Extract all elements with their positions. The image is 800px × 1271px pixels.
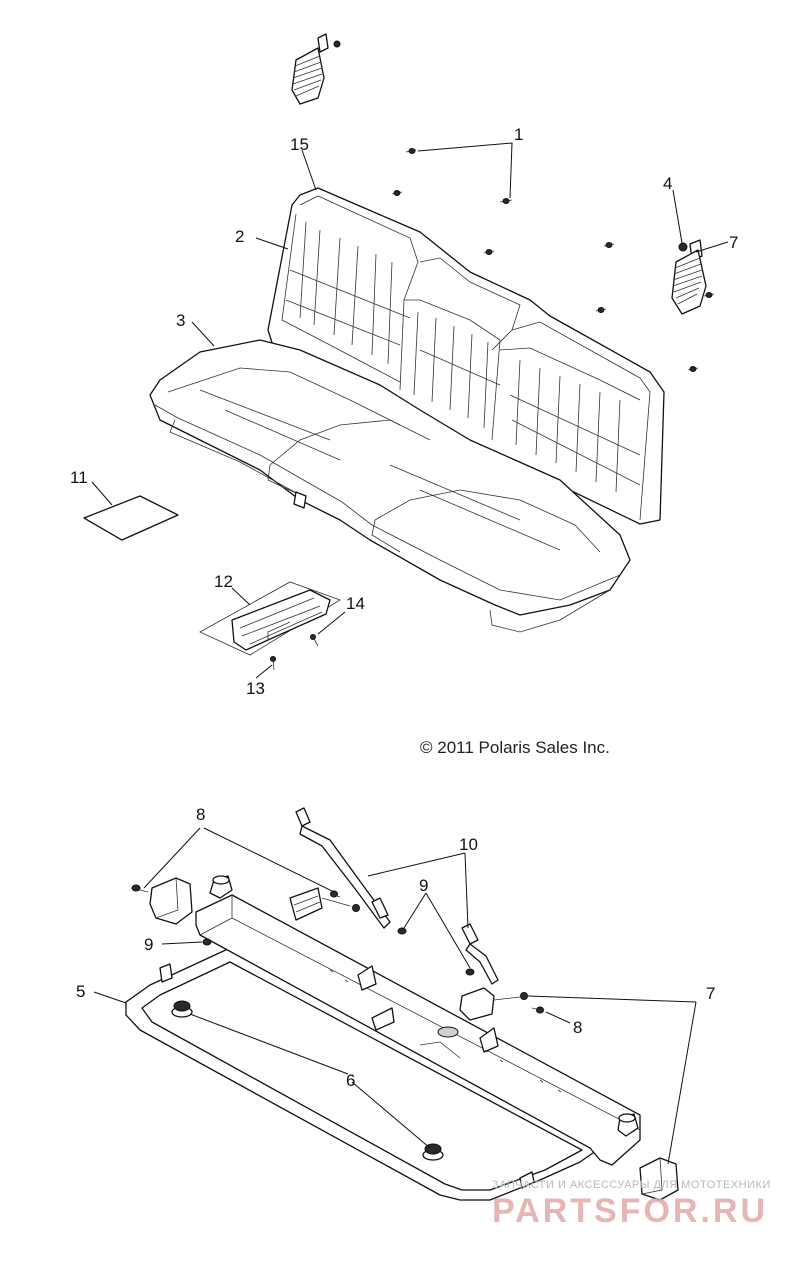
callout-8-bottom: 8 bbox=[573, 1018, 582, 1037]
bottom-leader-lines bbox=[93, 827, 697, 1165]
callout-11: 11 bbox=[70, 468, 88, 487]
screws-part-1 bbox=[391, 148, 715, 372]
top-spring-part bbox=[291, 33, 341, 105]
callout-14: 14 bbox=[346, 594, 365, 613]
label-part bbox=[83, 495, 179, 541]
copyright-text: © 2011 Polaris Sales Inc. bbox=[420, 738, 610, 757]
callout-8-top: 8 bbox=[196, 805, 205, 824]
callout-7-bottom: 7 bbox=[706, 984, 715, 1003]
seat-cushion-part bbox=[149, 339, 631, 633]
callout-7-top: 7 bbox=[729, 233, 738, 252]
top-leader-lines bbox=[91, 142, 729, 679]
callout-2: 2 bbox=[235, 227, 244, 246]
bracket-part bbox=[199, 581, 341, 671]
callout-13: 13 bbox=[246, 679, 265, 698]
seat-base-frame-part bbox=[125, 947, 601, 1201]
callout-3: 3 bbox=[176, 311, 185, 330]
callout-1: 1 bbox=[514, 125, 523, 144]
cross-tube-part bbox=[195, 875, 641, 1166]
right-spring-part bbox=[671, 239, 707, 315]
seat-back-part bbox=[267, 187, 665, 525]
watermark-logo: PARTSFOR.RU bbox=[492, 1192, 768, 1230]
callout-4: 4 bbox=[663, 174, 672, 193]
watermark-tagline: ЗАПЧАСТИ И АКСЕССУАРЫ ДЛЯ МОТОТЕХНИКИ bbox=[492, 1179, 771, 1191]
callout-12: 12 bbox=[214, 572, 233, 591]
seat-belt-parts bbox=[131, 807, 679, 1201]
callout-9-right: 9 bbox=[419, 876, 428, 895]
callout-9-left: 9 bbox=[144, 935, 153, 954]
callout-6: 6 bbox=[346, 1071, 355, 1090]
callout-15: 15 bbox=[290, 135, 309, 154]
callout-5: 5 bbox=[76, 982, 85, 1001]
callout-10: 10 bbox=[459, 835, 478, 854]
